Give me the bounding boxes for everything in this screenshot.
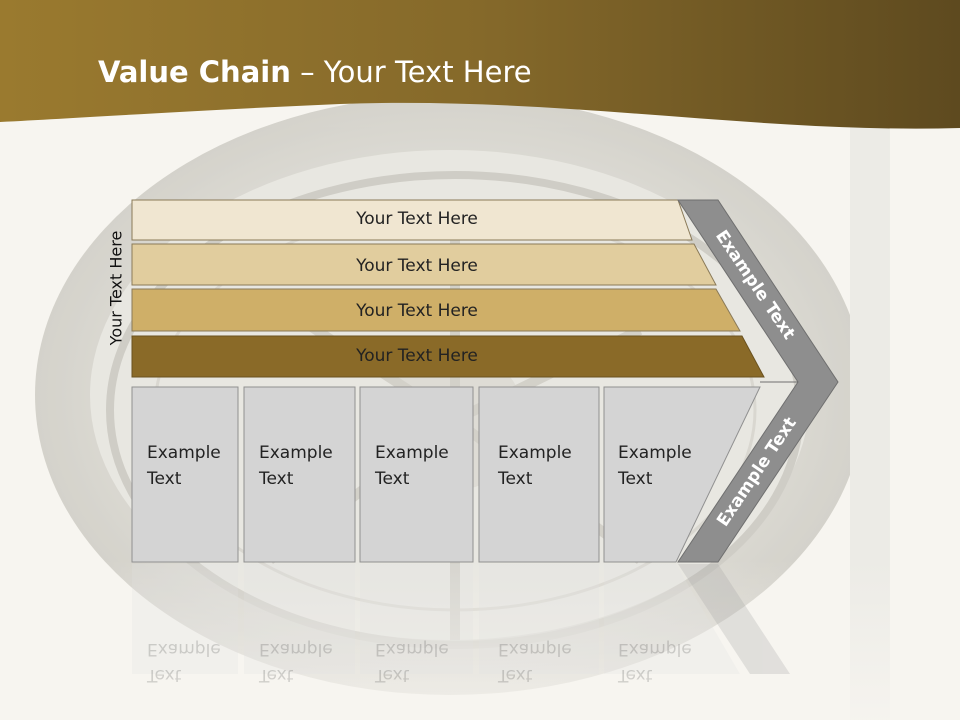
box-3-line-1: Example xyxy=(375,443,449,463)
box-2-text: Example Text xyxy=(259,440,359,492)
box-2 xyxy=(243,386,356,563)
box-5-line-1: Example xyxy=(618,443,692,463)
title-main: Value Chain xyxy=(98,55,291,89)
bar-1 xyxy=(131,199,693,241)
reflection xyxy=(132,564,790,674)
box-5 xyxy=(603,386,761,563)
box-1-line-2: Text xyxy=(147,469,182,489)
box-3-line-2: Text xyxy=(375,469,410,489)
bar-2 xyxy=(131,243,717,286)
bar-4-text: Your Text Here xyxy=(356,346,478,366)
header-band xyxy=(0,0,960,129)
box-2-line-1: Example xyxy=(259,443,333,463)
bar-1-text: Your Text Here xyxy=(356,209,478,229)
title-sub: – Your Text Here xyxy=(290,55,532,89)
bar-2-text: Your Text Here xyxy=(356,256,478,276)
box-1-text: Example Text xyxy=(147,440,247,492)
box-1-line-1: Example xyxy=(147,443,221,463)
box-3-text: Example Text xyxy=(375,440,475,492)
box-1 xyxy=(131,386,239,563)
box-5-text: Example Text xyxy=(618,440,718,492)
box-5-line-2: Text xyxy=(618,469,653,489)
box-4-text: Example Text xyxy=(498,440,598,492)
box-2-line-2: Text xyxy=(259,469,294,489)
bar-4 xyxy=(131,335,765,378)
bar-3 xyxy=(131,288,741,332)
box-4-line-1: Example xyxy=(498,443,572,463)
box-4 xyxy=(478,386,600,563)
box-3 xyxy=(359,386,474,563)
slide-title: Value Chain – Your Text Here xyxy=(98,55,532,89)
bar-3-text: Your Text Here xyxy=(356,301,478,321)
box-4-line-2: Text xyxy=(498,469,533,489)
vertical-label: Your Text Here xyxy=(106,230,126,346)
